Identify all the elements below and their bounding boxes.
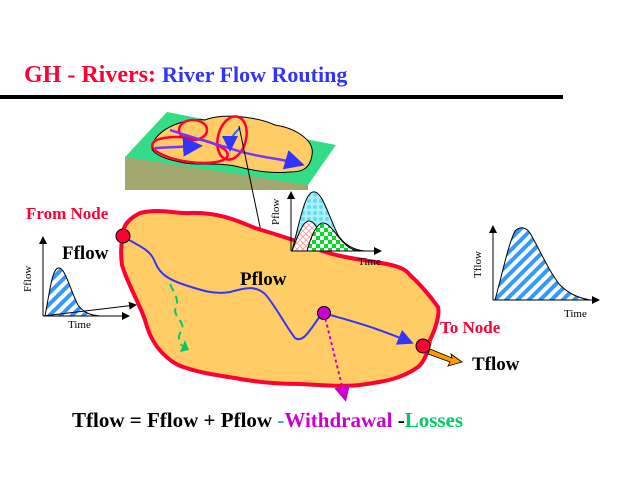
withdrawal-line — [323, 312, 350, 402]
eq-minus-1: - — [277, 408, 285, 432]
tflow-chart — [489, 225, 600, 304]
tflow-label: Tflow — [472, 354, 520, 375]
eq-plus: + — [203, 408, 216, 432]
tflow-chart-xlabel: Time — [564, 308, 587, 320]
landscape-inset — [125, 112, 336, 190]
withdrawal-node — [317, 306, 331, 320]
title-divider — [0, 95, 563, 99]
routing-equation: Tflow = Fflow + Pflow -Withdrawal -Losse… — [72, 408, 463, 433]
outflow-arrow — [427, 348, 463, 367]
river-basin — [119, 209, 441, 388]
losses-arrowhead — [180, 340, 189, 352]
eq-minus-2: - — [397, 408, 405, 432]
pflow-local-hydrograph-2 — [306, 222, 363, 252]
to-node-label: To Node — [440, 318, 501, 337]
to-node-marker — [415, 338, 431, 354]
tflow-hydrograph — [494, 227, 591, 301]
pflow-label: Pflow — [240, 269, 287, 290]
fflow-to-basin-arrow — [42, 301, 137, 317]
title-subtitle: River Flow Routing — [161, 62, 348, 87]
eq-withdrawal: Withdrawal — [284, 408, 393, 432]
fflow-label: Fflow — [62, 243, 109, 264]
fflow-chart-ylabel: Fflow — [22, 265, 34, 292]
eq-losses: Losses — [404, 408, 464, 432]
pflow-chart-ylabel: Pflow — [270, 198, 282, 225]
tflow-chart-ylabel: Tflow — [472, 251, 484, 278]
pflow-chart — [287, 191, 382, 255]
fflow-hydrograph — [44, 267, 101, 317]
pflow-chart-xlabel: Time — [358, 256, 381, 268]
from-node-label: From Node — [26, 204, 109, 223]
inset-pointer-line — [238, 125, 267, 248]
losses-flow — [169, 283, 184, 347]
eq-lhs: Tflow — [72, 408, 125, 432]
from-node-marker — [115, 228, 131, 244]
eq-term-fflow: Fflow — [146, 408, 199, 432]
eq-equals: = — [129, 408, 142, 432]
page-title: GH - Rivers: River Flow Routing — [24, 60, 347, 90]
fflow-chart-xlabel: Time — [68, 319, 91, 331]
title-prefix: GH - Rivers: — [24, 62, 156, 88]
eq-term-pflow: Pflow — [220, 408, 273, 432]
fflow-chart — [39, 236, 137, 320]
